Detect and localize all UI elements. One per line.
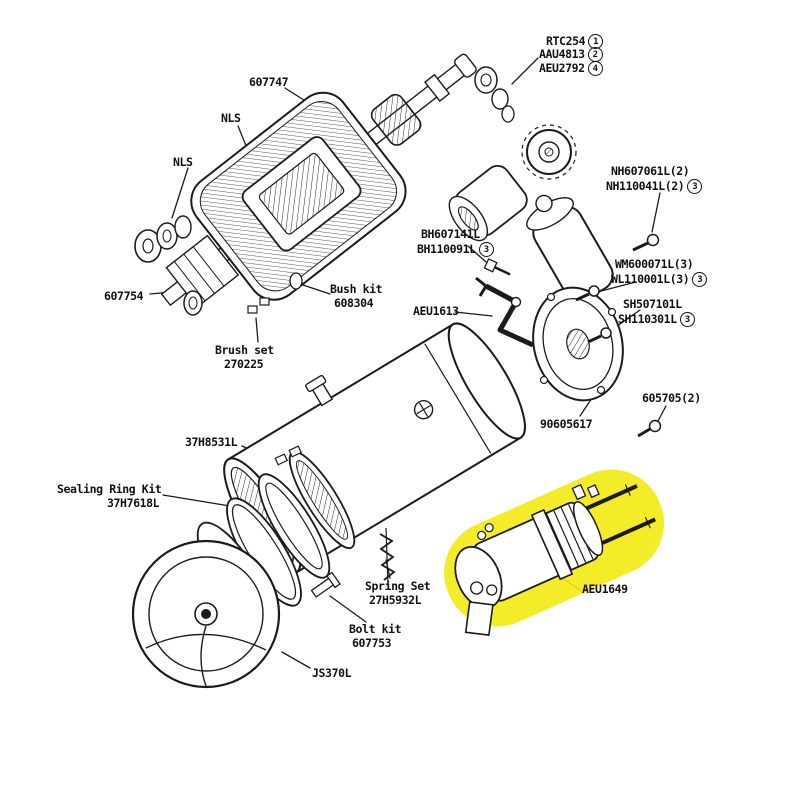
label-brush-set-number: 270225 xyxy=(224,357,264,371)
label-sh110301l: SH110301L 3 xyxy=(618,312,695,327)
circle-badge-3: 3 xyxy=(692,272,708,287)
part-number: SH110301L xyxy=(618,312,677,326)
highlighted-solenoid-drawing[interactable] xyxy=(427,453,680,643)
label-605705: 605705(2) xyxy=(642,392,701,405)
spring-drawing xyxy=(379,527,396,587)
part-number: 90605617 xyxy=(540,417,593,431)
part-number: AEU1613 xyxy=(413,304,459,318)
label-bush-kit-number: 608304 xyxy=(334,296,374,310)
label-js370l: JS370L xyxy=(312,666,352,680)
part-number: JS370L xyxy=(312,666,352,680)
part-number: 607753 xyxy=(352,636,392,650)
label-607747: 607747 xyxy=(249,75,289,89)
part-name: Sealing Ring Kit xyxy=(57,482,162,496)
label-sh507101l: SH507101L xyxy=(623,298,682,311)
circle-badge-2: 2 xyxy=(587,47,603,62)
label-spring-set: Spring Set xyxy=(365,579,431,593)
washers-drawing xyxy=(134,66,515,316)
lever-drawing xyxy=(475,276,535,348)
part-number: NH110041L(2) xyxy=(606,179,685,193)
circle-badge-3: 3 xyxy=(679,312,695,327)
solenoid-mount-drawing xyxy=(475,194,624,402)
part-number: SH507101L xyxy=(623,297,682,311)
label-90605617: 90605617 xyxy=(540,417,593,431)
end-cover-drawing xyxy=(131,297,396,689)
label-aeu1649: AEU1649 xyxy=(582,583,628,596)
label-nls-lower: NLS xyxy=(173,156,193,169)
clamp-bolt-drawing xyxy=(310,571,341,598)
circle-badge-3: 3 xyxy=(478,242,494,257)
part-number: AEU2792 xyxy=(539,61,585,75)
part-number: 37H7618L xyxy=(107,496,160,510)
part-number: WM600071L(3) xyxy=(615,257,694,271)
part-number: 607754 xyxy=(104,289,144,303)
part-number: BH607141L xyxy=(421,227,480,241)
label-bush-kit: Bush kit xyxy=(330,282,383,296)
label-bolt-kit-number: 607753 xyxy=(352,636,392,650)
circle-badge-3: 3 xyxy=(687,179,703,194)
part-number: 608304 xyxy=(334,296,374,310)
part-number: 270225 xyxy=(224,357,264,371)
drive-clutch-drawing xyxy=(448,124,577,276)
end-plate-drawing xyxy=(532,286,624,402)
label-brush-set: Brush set xyxy=(215,344,274,357)
label-37h8531l: 37H8531L xyxy=(185,435,238,449)
part-number: 607747 xyxy=(249,75,289,89)
label-wl110001l: WL110001L(3) 3 xyxy=(611,272,708,287)
armature-drawing xyxy=(160,53,477,309)
label-bh607141l: BH607141L xyxy=(421,228,480,241)
part-name: Spring Set xyxy=(365,579,431,593)
label-nh110041l: NH110041L(2) 3 xyxy=(606,179,703,194)
part-number: 27H5932L xyxy=(369,593,422,607)
label-sealing-ring-number: 37H7618L xyxy=(107,496,160,510)
part-name: Brush set xyxy=(215,343,274,357)
label-spring-set-number: 27H5932L xyxy=(369,593,422,607)
label-aeu1613: AEU1613 xyxy=(413,305,459,318)
label-aeu2792: AEU2792 4 xyxy=(539,61,603,76)
circle-badge-4: 4 xyxy=(587,61,603,76)
part-number: NLS xyxy=(173,155,193,169)
part-number: NLS xyxy=(221,111,241,125)
part-number: WL110001L(3) xyxy=(611,272,690,286)
drum-face-drawing xyxy=(131,539,281,689)
label-nls-upper: NLS xyxy=(221,112,241,125)
part-name: Bush kit xyxy=(330,282,383,296)
label-bolt-kit: Bolt kit xyxy=(349,622,402,636)
part-number: RTC254 xyxy=(546,34,586,48)
label-bh110091l: BH110091L 3 xyxy=(417,242,494,257)
label-wm600071l: WM600071L(3) xyxy=(615,257,694,271)
part-number: 605705(2) xyxy=(642,391,701,405)
part-number: 37H8531L xyxy=(185,435,238,449)
label-607754: 607754 xyxy=(104,289,144,303)
label-nh607061l: NH607061L(2) xyxy=(611,164,690,178)
part-number: NH607061L(2) xyxy=(611,164,690,178)
part-number: AEU1649 xyxy=(582,582,628,596)
part-name: Bolt kit xyxy=(349,622,402,636)
label-aau4813: AAU4813 2 xyxy=(539,47,603,62)
bolt-icons xyxy=(575,233,662,438)
part-number: BH110091L xyxy=(417,242,476,256)
label-sealing-ring-kit: Sealing Ring Kit xyxy=(57,482,162,496)
part-number: AAU4813 xyxy=(539,47,585,61)
